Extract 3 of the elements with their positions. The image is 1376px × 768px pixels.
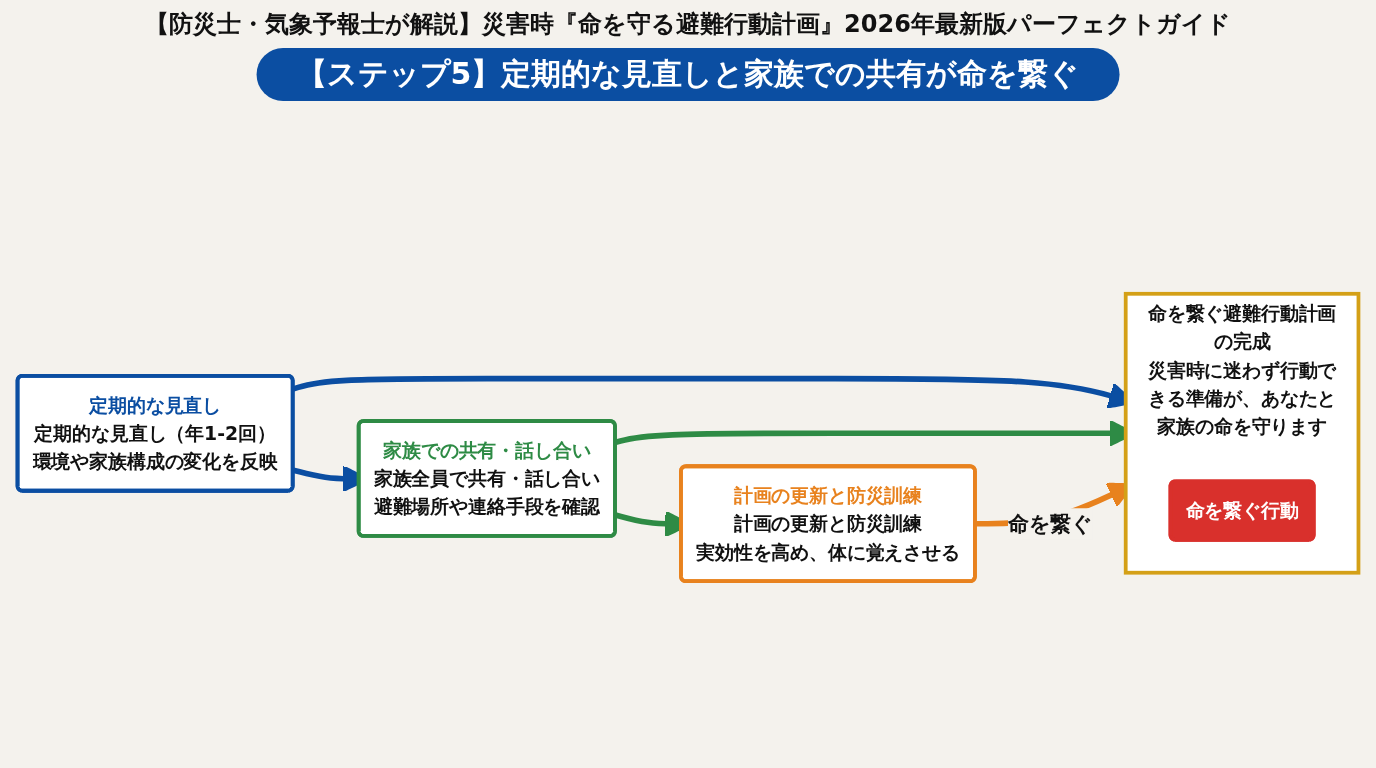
edge-label: 命を繋ぐ [1007, 511, 1093, 536]
step-banner: 【ステップ5】定期的な見直しと家族での共有が命を繋ぐ [256, 48, 1120, 101]
title: 【防災士・気象予報士が解説】災害時『命を守る避難行動計画』2026年最新版パーフェクトガイド [144, 9, 1232, 40]
